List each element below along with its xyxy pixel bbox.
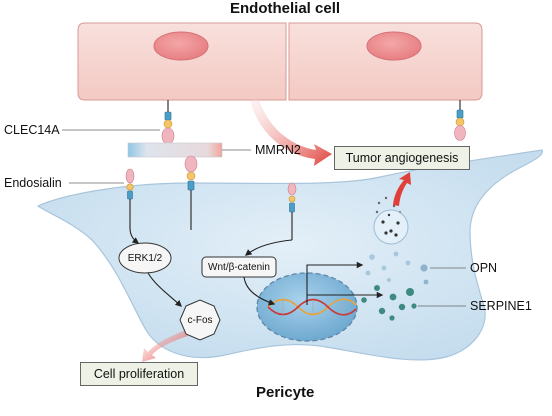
pericyte-receptor-right [287, 182, 297, 240]
endothelial-cell-right [288, 22, 483, 101]
serpine1-label: SERPINE1 [470, 299, 532, 313]
endosialin-label: Endosialin [4, 176, 62, 190]
endothelial-receptor-left [161, 100, 175, 145]
signaling-arrows [129, 227, 384, 307]
wnt-label: Wnt/β-catenin [208, 261, 270, 273]
endosialin-receptor [125, 168, 135, 228]
mmrn2-protein [127, 142, 223, 158]
secretory-vesicle [373, 196, 409, 245]
mmrn2-label: MMRN2 [255, 143, 301, 157]
secreted-opn-particles [365, 251, 429, 285]
opn-label: OPN [470, 261, 498, 275]
pericyte-cell [36, 149, 543, 361]
pericyte-receptor-center [184, 155, 198, 230]
erk-label: ERK1/2 [127, 252, 163, 264]
label-leaders [62, 129, 466, 307]
endothelial-receptor-right [454, 100, 466, 141]
erk-node [118, 242, 172, 274]
vesicle-to-angiogenesis-arrow [393, 172, 411, 206]
tumor-angiogenesis-box: Tumor angiogenesis [334, 146, 470, 170]
endothelial-cell-left [77, 22, 287, 101]
dna-helix-icon [267, 298, 357, 316]
cfos-to-proliferation-arrow [142, 330, 188, 362]
cfos-label: c-Fos [187, 314, 213, 326]
wnt-node [201, 256, 277, 278]
clec14a-label: CLEC14A [4, 123, 60, 137]
pericyte-title: Pericyte [256, 384, 315, 401]
endothelial-to-angiogenesis-arrow [250, 96, 332, 166]
secreted-serpine1-particles [361, 285, 417, 321]
endothelial-cell-title: Endothelial cell [230, 0, 341, 17]
cell-proliferation-box: Cell proliferation [80, 362, 198, 386]
endothelial-nucleus-right [366, 31, 422, 61]
cfos-node [179, 299, 221, 341]
endothelial-nucleus-left [153, 31, 209, 61]
pericyte-nucleus [256, 272, 358, 342]
